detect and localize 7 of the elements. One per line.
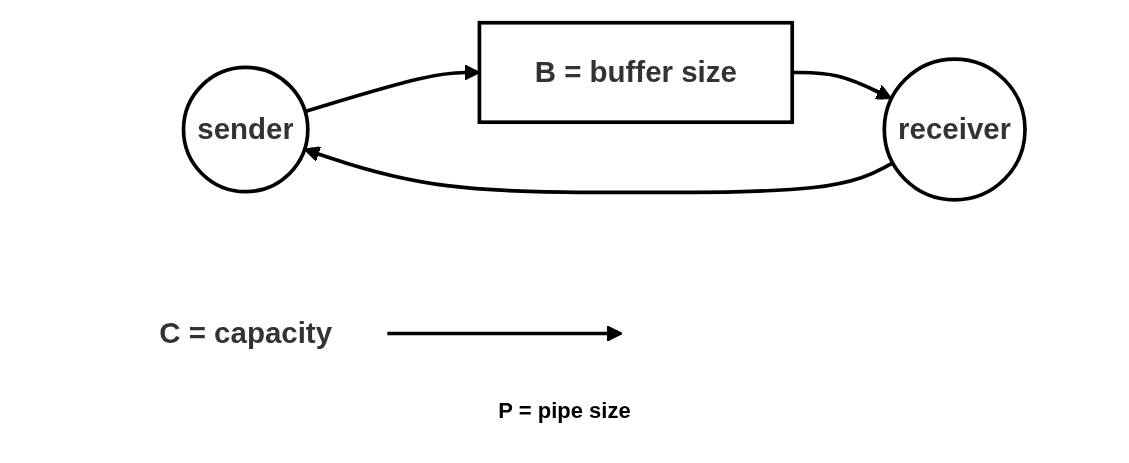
circle-node: sender bbox=[181, 65, 310, 194]
circle-node: receiver bbox=[882, 57, 1027, 202]
text-label: C = capacity bbox=[159, 316, 333, 349]
leader-line bbox=[387, 325, 623, 342]
note-text: P = pipe size bbox=[498, 398, 631, 424]
queue-box: B = buffer size bbox=[477, 20, 795, 125]
arrow bbox=[303, 146, 894, 195]
